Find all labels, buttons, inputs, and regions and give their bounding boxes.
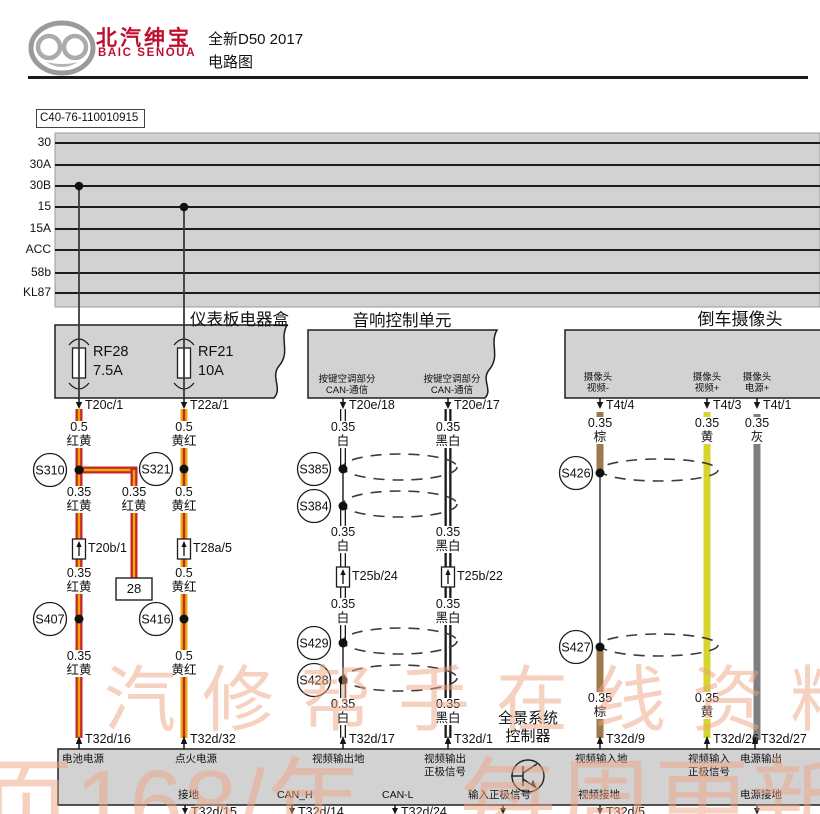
inline-connector-T20b/1 xyxy=(71,538,87,560)
splice-S384: S384 xyxy=(296,488,332,524)
fusebox-outline xyxy=(54,324,289,399)
inline-connector-T25b/22 xyxy=(440,566,456,588)
junction-dots xyxy=(74,181,605,685)
svg-text:S427: S427 xyxy=(561,641,590,655)
splice-S321: S321 xyxy=(138,451,174,487)
svg-text:S428: S428 xyxy=(299,674,328,688)
page-subtitle: 电路图 xyxy=(208,54,254,71)
inline-connector-symbols xyxy=(71,538,456,588)
svg-text:S384: S384 xyxy=(299,500,328,514)
splice-S310: S310 xyxy=(32,452,68,488)
audio-unit-outline xyxy=(307,329,499,399)
svg-text:S407: S407 xyxy=(35,613,64,627)
splice-S426: S426 xyxy=(558,455,594,491)
splice-S429: S429 xyxy=(296,625,332,661)
splice-S385: S385 xyxy=(296,451,332,487)
header-divider xyxy=(28,76,808,79)
inline-connector-T25b/24 xyxy=(335,566,351,588)
connector-arrows xyxy=(75,398,761,814)
logo-latin-text: BAIC SENOUA xyxy=(98,47,197,59)
svg-text:S385: S385 xyxy=(299,463,328,477)
power-bus-block xyxy=(54,132,820,308)
camera-outline xyxy=(564,329,820,399)
splice-S407: S407 xyxy=(32,601,68,637)
svg-text:S429: S429 xyxy=(299,637,328,651)
svg-text:S321: S321 xyxy=(141,463,170,477)
page-title: 全新D50 2017 xyxy=(208,31,304,48)
diagram-code-badge: C40-76-110010915 xyxy=(36,109,145,128)
splice-S428: S428 xyxy=(296,662,332,698)
inline-connector-T28a/5 xyxy=(176,538,192,560)
svg-text:S310: S310 xyxy=(35,464,64,478)
splice-S416: S416 xyxy=(138,601,174,637)
svg-text:S426: S426 xyxy=(561,467,590,481)
baic-logo-icon xyxy=(28,20,96,76)
logo-chinese-text: 北汽绅宝 xyxy=(96,27,192,50)
branch-terminal-box xyxy=(115,577,153,601)
splice-S427: S427 xyxy=(558,629,594,665)
svg-text:S416: S416 xyxy=(141,613,170,627)
twisted-pair-marks xyxy=(342,453,719,692)
bus-rail-lines xyxy=(55,142,820,294)
transistor-icon xyxy=(511,759,545,793)
controller-box xyxy=(57,748,820,806)
wire-red-yellow xyxy=(75,409,138,738)
